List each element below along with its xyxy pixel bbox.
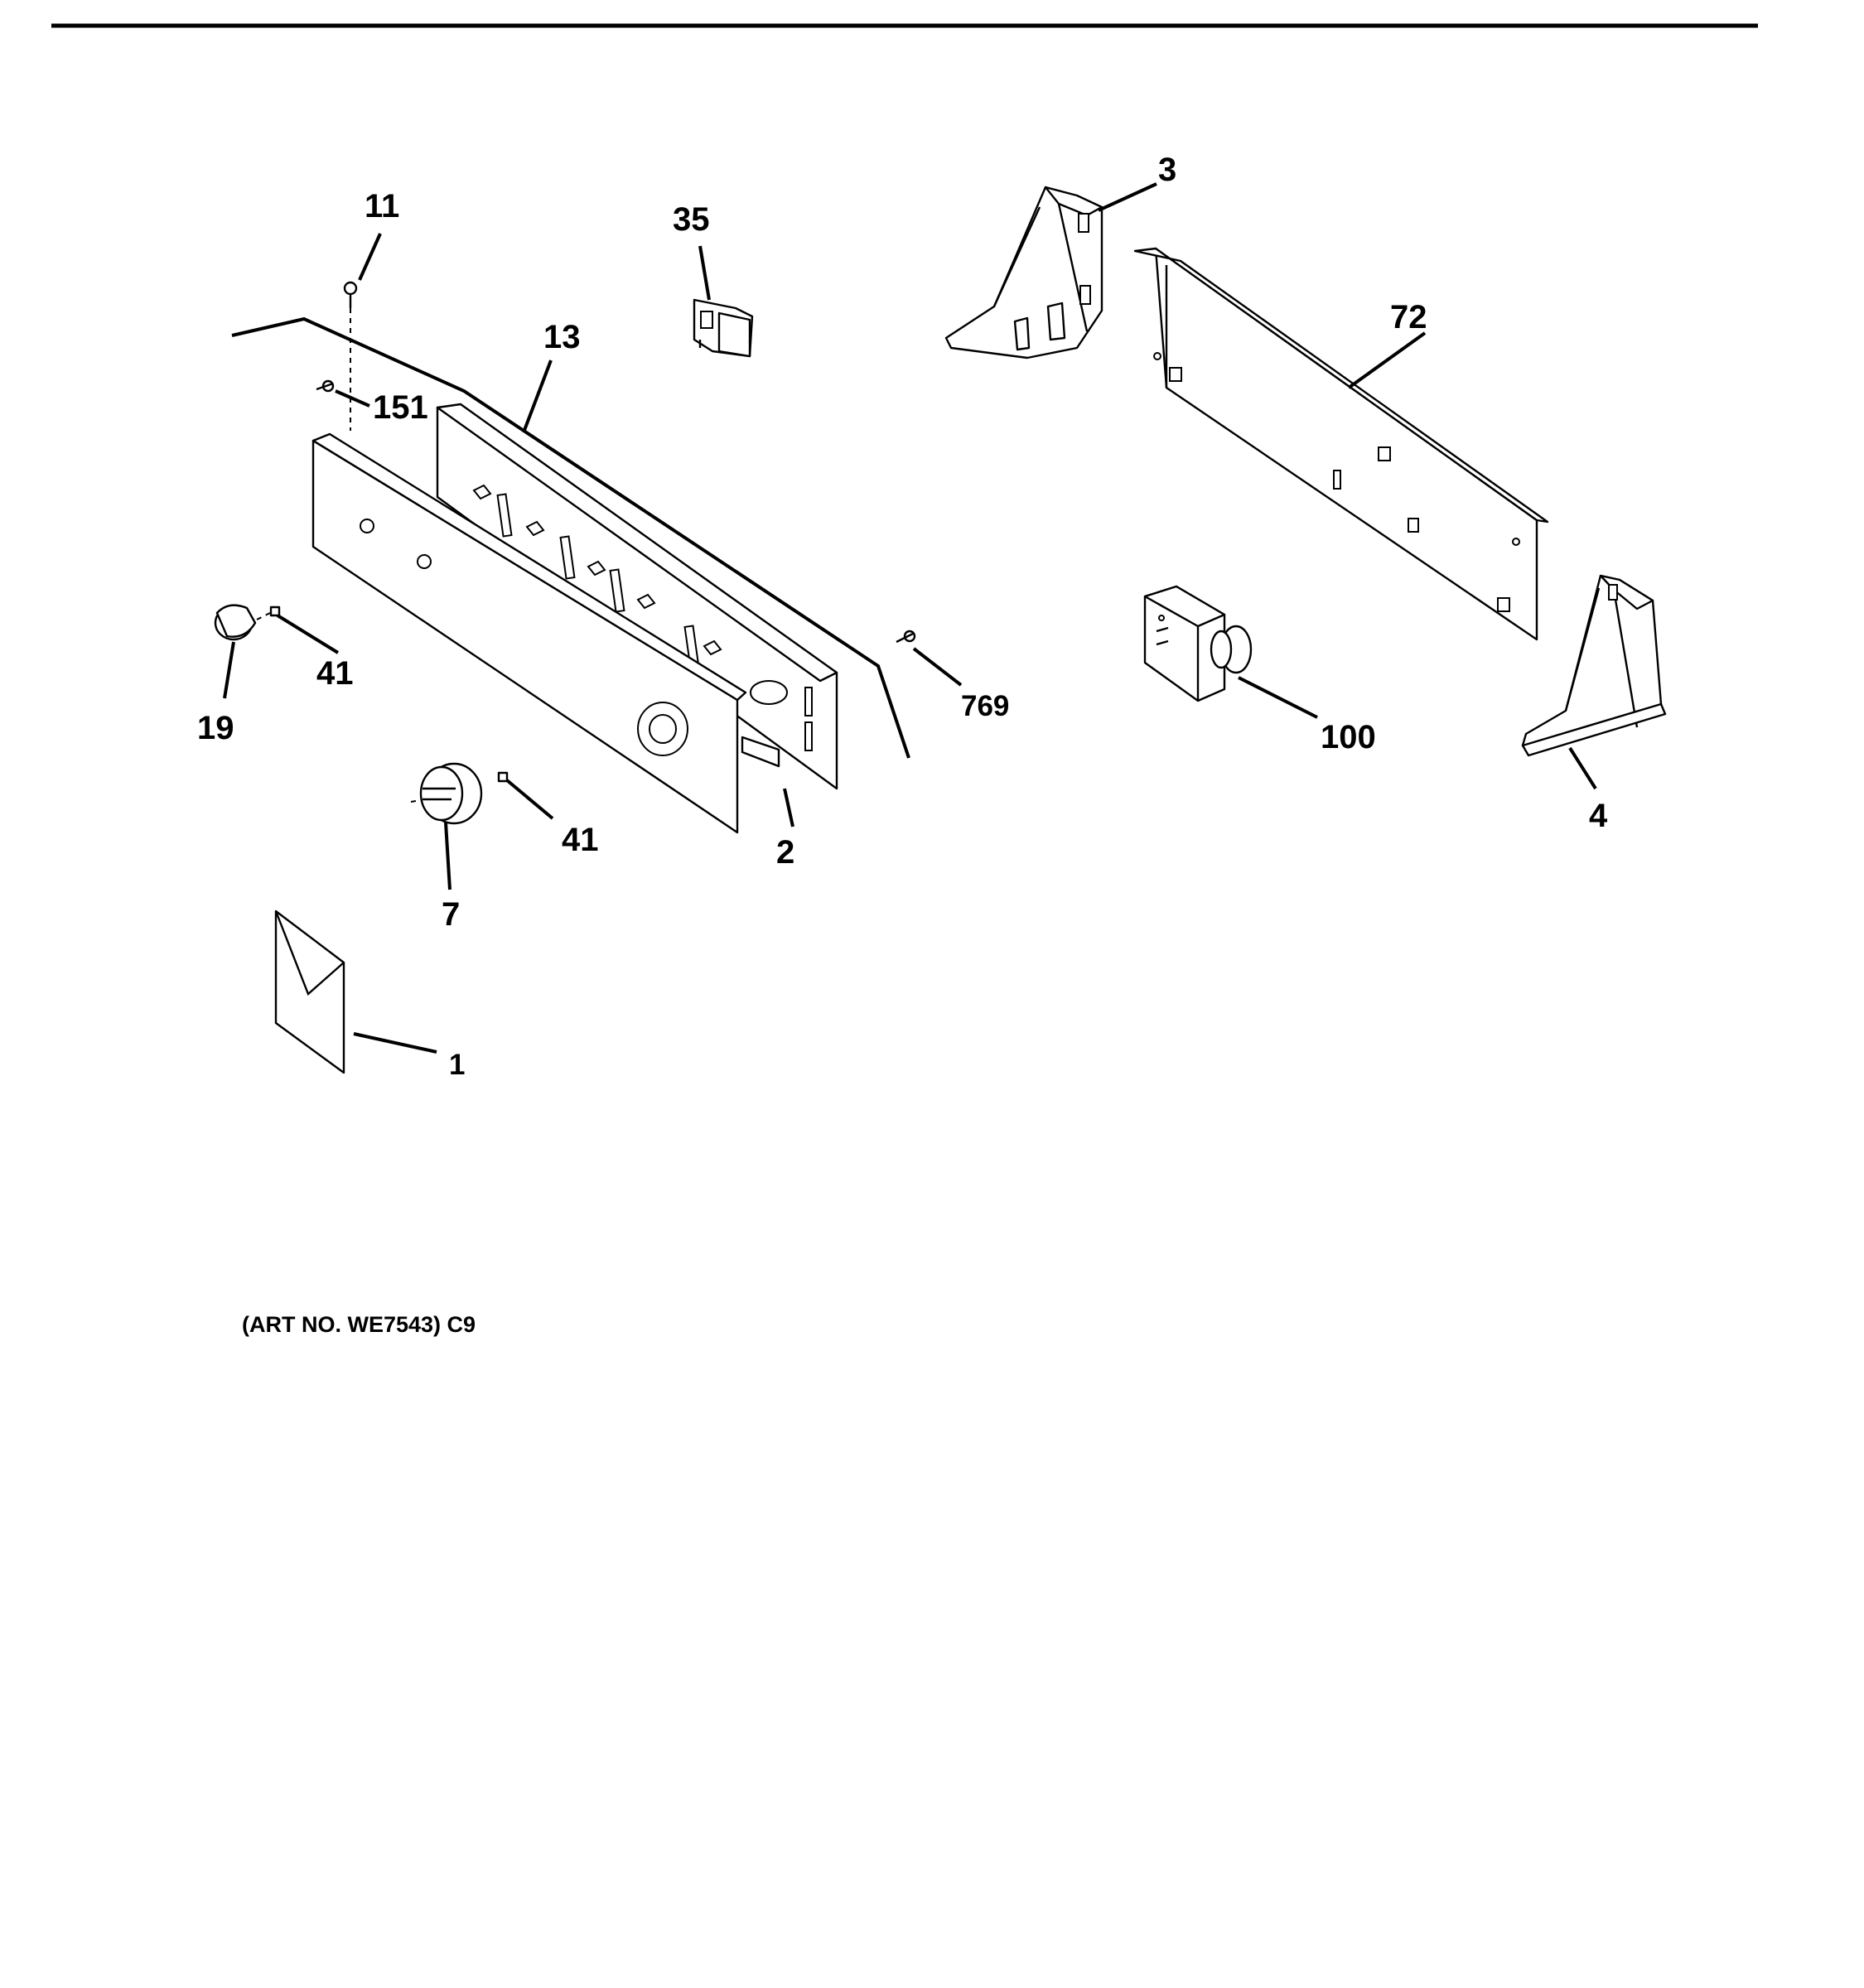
callout-769: 769 (961, 690, 1009, 722)
callout-100: 100 (1321, 719, 1376, 755)
callout-4: 4 (1589, 798, 1608, 834)
callout-1: 1 (449, 1049, 465, 1081)
callout-72: 72 (1390, 299, 1427, 335)
set-screw-part-41-upper (256, 606, 281, 620)
knob-part-19 (214, 604, 257, 641)
set-screw-part-41-lower (497, 771, 509, 783)
callout-7: 7 (442, 896, 460, 933)
callout-13: 13 (543, 319, 581, 355)
art-number-caption: (ART NO. WE7543) C9 (242, 1312, 476, 1337)
control-panel-part-2 (311, 432, 747, 834)
end-cap-part-4 (1521, 574, 1667, 757)
screw-part-11 (343, 281, 358, 431)
callout-11: 11 (365, 188, 399, 224)
screw-part-151 (316, 379, 335, 393)
callout-19: 19 (197, 710, 234, 746)
end-cap-part-3 (944, 186, 1103, 359)
leader-lines (223, 182, 1597, 1054)
callout-151: 151 (373, 389, 428, 426)
callout-2: 2 (776, 834, 794, 871)
callout-labels: 11 35 3 13 72 151 41 19 769 100 4 41 2 7… (197, 152, 1608, 1081)
callout-3: 3 (1158, 152, 1176, 188)
knob-part-7 (410, 762, 483, 825)
switch-part-35 (693, 298, 754, 358)
timer-part-100 (1143, 585, 1253, 702)
literature-part-1 (274, 910, 345, 1074)
callout-35: 35 (673, 201, 710, 238)
backsplash-outline (231, 316, 910, 759)
screw-part-769 (896, 630, 916, 644)
callout-41-lower: 41 (562, 822, 599, 858)
callout-41-upper: 41 (316, 655, 354, 692)
back-panel-part-72 (1133, 247, 1549, 641)
